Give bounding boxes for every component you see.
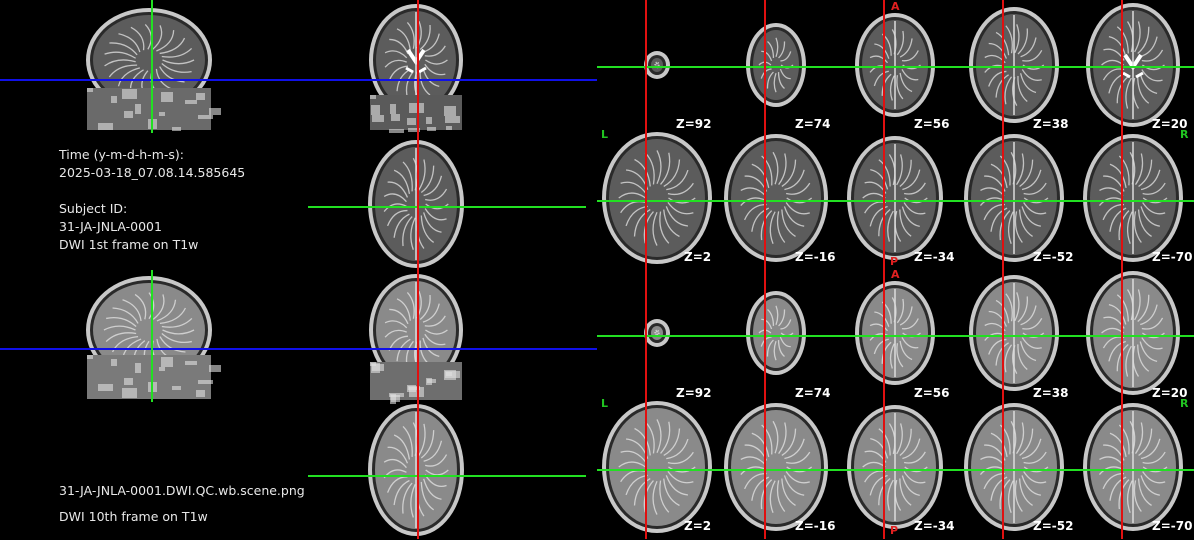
crosshair-green-axial-left-bottom bbox=[308, 475, 586, 477]
orientation-posterior-top: P bbox=[890, 255, 899, 268]
subject-value: 31-JA-JNLA-0001 bbox=[59, 219, 162, 234]
z-label-bottom-2-3: Z=-34 bbox=[914, 519, 955, 533]
axial-mosaic-r3-c5 bbox=[1086, 271, 1180, 395]
orientation-posterior-bottom: P bbox=[890, 524, 899, 537]
coronal-neck-top bbox=[370, 95, 462, 133]
axial-mosaic-r1-c3 bbox=[855, 13, 935, 117]
coronal-slice-top bbox=[369, 4, 463, 116]
orientation-anterior-bottom: A bbox=[891, 268, 900, 281]
z-label-top-1-3: Z=56 bbox=[914, 117, 950, 131]
crosshair-green-axial-left-top bbox=[308, 206, 586, 208]
axial-mosaic-r4-c2 bbox=[724, 403, 828, 531]
z-label-top-1-2: Z=74 bbox=[795, 117, 831, 131]
crosshair-green-sagittal-top bbox=[151, 0, 153, 133]
crosshair-green-sagittal-bottom bbox=[151, 270, 153, 402]
crosshair-red-col1 bbox=[645, 0, 647, 539]
axial-mosaic-r3-c4 bbox=[969, 275, 1059, 391]
crosshair-green-row3 bbox=[597, 335, 1194, 337]
orientation-anterior-top: A bbox=[891, 0, 900, 13]
crosshair-red-col5 bbox=[1121, 0, 1123, 539]
axial-mosaic-r3-c2 bbox=[746, 291, 806, 375]
z-label-top-1-5: Z=20 bbox=[1152, 117, 1188, 131]
z-label-bottom-1-1: Z=2 bbox=[684, 250, 712, 264]
frame10-label: DWI 10th frame on T1w bbox=[59, 509, 208, 524]
axial-mosaic-r4-c3 bbox=[847, 405, 943, 529]
axial-mosaic-r4-c1 bbox=[602, 401, 712, 533]
z-label-bottom-1-5: Z=-70 bbox=[1152, 250, 1193, 264]
z-label-top-2-2: Z=74 bbox=[795, 386, 831, 400]
orientation-right-bottom: R bbox=[1180, 397, 1189, 410]
coronal-neck-bottom bbox=[370, 362, 462, 404]
axial-mosaic-r1-c4 bbox=[969, 7, 1059, 123]
crosshair-blue-top bbox=[0, 79, 597, 81]
orientation-left-top: L bbox=[601, 128, 609, 141]
orientation-left-bottom: L bbox=[601, 397, 609, 410]
crosshair-green-row2 bbox=[597, 200, 1194, 202]
z-label-bottom-2-5: Z=-70 bbox=[1152, 519, 1193, 533]
axial-mosaic-r2-c3 bbox=[847, 136, 943, 260]
z-label-bottom-2-2: Z=-16 bbox=[795, 519, 836, 533]
time-label: Time (y-m-d-h-m-s): bbox=[59, 147, 184, 162]
crosshair-blue-bottom bbox=[0, 348, 597, 350]
time-value: 2025-03-18_07.08.14.585645 bbox=[59, 165, 246, 180]
axial-mosaic-r1-c1 bbox=[644, 51, 670, 79]
z-label-bottom-1-3: Z=-34 bbox=[914, 250, 955, 264]
z-label-bottom-2-4: Z=-52 bbox=[1033, 519, 1074, 533]
axial-mosaic-r4-c5 bbox=[1083, 403, 1183, 531]
crosshair-red-col4 bbox=[1002, 0, 1004, 539]
crosshair-green-row4 bbox=[597, 469, 1194, 471]
crosshair-green-row1 bbox=[597, 66, 1194, 68]
scene-filename: 31-JA-JNLA-0001.DWI.QC.wb.scene.png bbox=[59, 483, 305, 498]
axial-mosaic-r1-c2 bbox=[746, 23, 806, 107]
axial-mosaic-r2-c2 bbox=[724, 134, 828, 262]
coronal-slice-bottom bbox=[369, 274, 463, 386]
axial-mosaic-r2-c4 bbox=[964, 134, 1064, 262]
z-label-bottom-2-1: Z=2 bbox=[684, 519, 712, 533]
z-label-top-1-1: Z=92 bbox=[676, 117, 712, 131]
orientation-right-top: R bbox=[1180, 128, 1189, 141]
crosshair-red-col3 bbox=[883, 0, 885, 539]
z-label-bottom-1-4: Z=-52 bbox=[1033, 250, 1074, 264]
z-label-top-2-1: Z=92 bbox=[676, 386, 712, 400]
axial-mosaic-r1-c5 bbox=[1086, 3, 1180, 127]
crosshair-red-coronal bbox=[417, 0, 419, 539]
axial-mosaic-r3-c1 bbox=[644, 319, 670, 347]
z-label-top-2-5: Z=20 bbox=[1152, 386, 1188, 400]
axial-left-bottom bbox=[368, 404, 464, 536]
z-label-bottom-1-2: Z=-16 bbox=[795, 250, 836, 264]
sagittal-neck-bottom bbox=[87, 355, 221, 399]
axial-mosaic-r3-c3 bbox=[855, 281, 935, 385]
subject-label: Subject ID: bbox=[59, 201, 128, 216]
axial-left-top bbox=[368, 140, 464, 268]
axial-mosaic-r4-c4 bbox=[964, 403, 1064, 531]
z-label-top-2-3: Z=56 bbox=[914, 386, 950, 400]
axial-mosaic-r2-c1 bbox=[602, 132, 712, 264]
z-label-top-1-4: Z=38 bbox=[1033, 117, 1069, 131]
frame1-label: DWI 1st frame on T1w bbox=[59, 237, 199, 252]
crosshair-red-col2 bbox=[764, 0, 766, 539]
sagittal-neck-top bbox=[87, 88, 221, 131]
sagittal-slice-top bbox=[86, 8, 212, 112]
axial-mosaic-r2-c5 bbox=[1083, 134, 1183, 262]
z-label-top-2-4: Z=38 bbox=[1033, 386, 1069, 400]
